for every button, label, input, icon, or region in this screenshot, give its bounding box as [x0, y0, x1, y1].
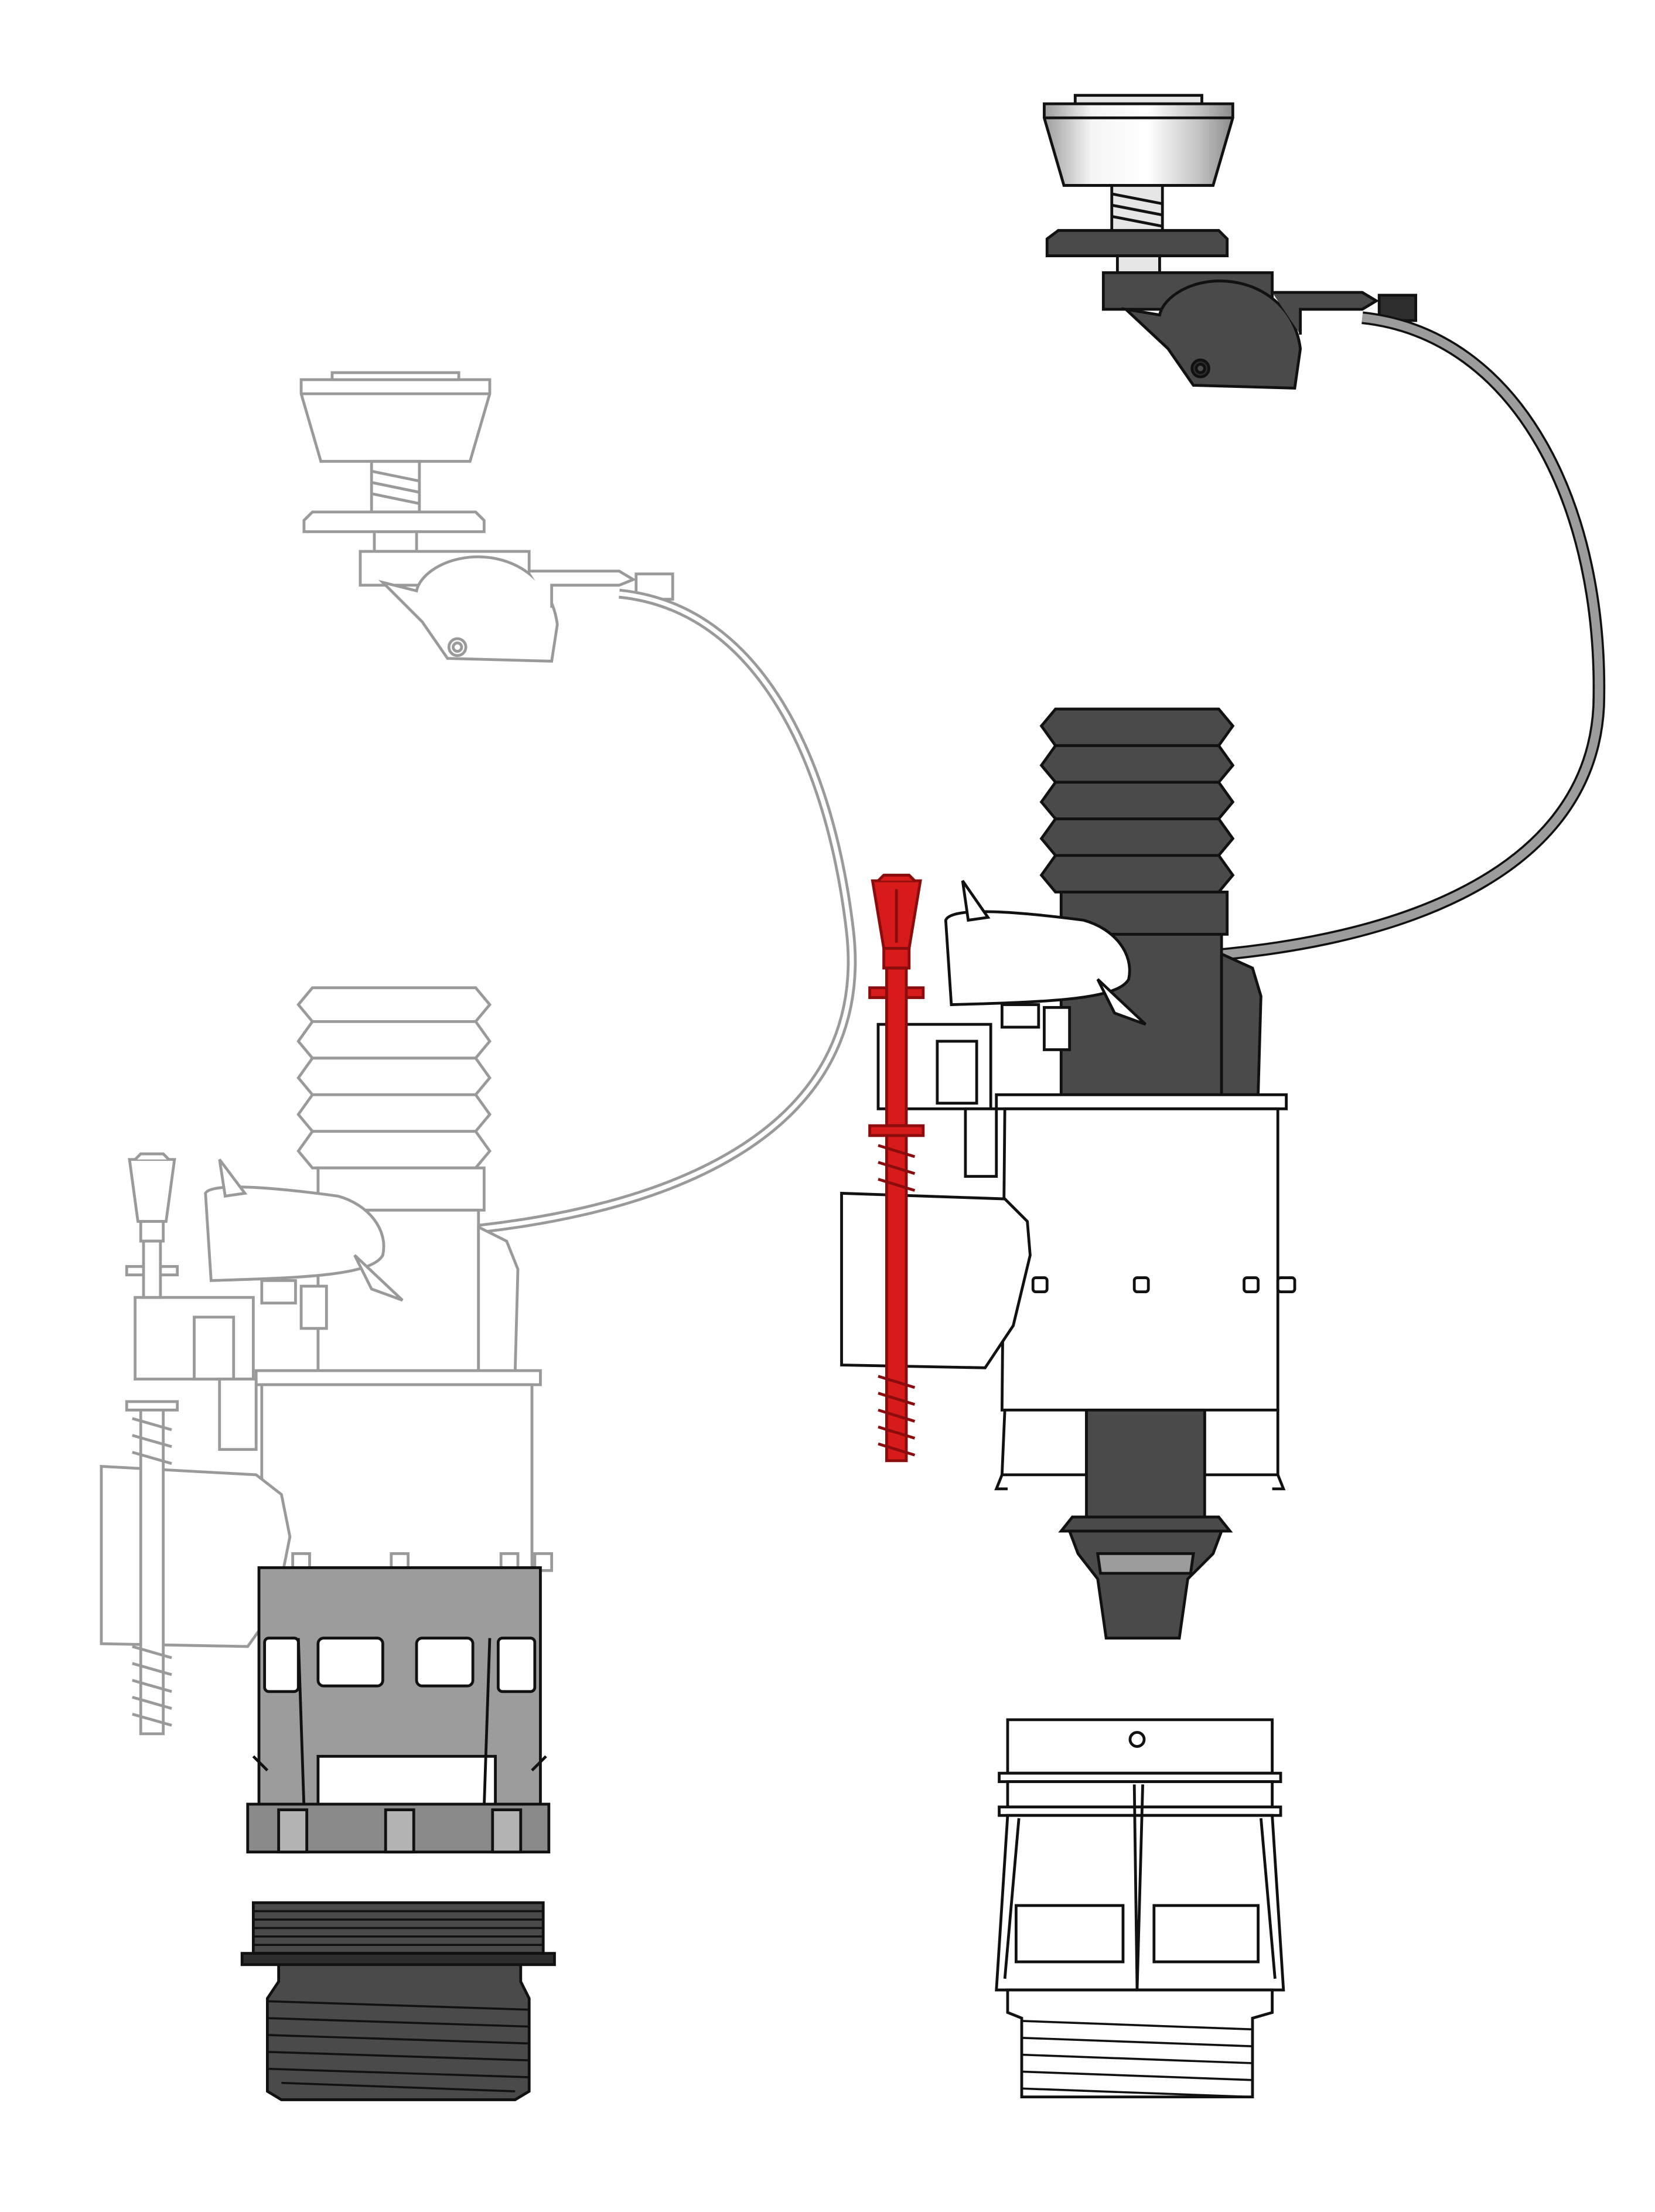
left-bellows [296, 986, 520, 1375]
left-mounting-plate [302, 510, 486, 553]
right-adjusting-rod[interactable] [868, 874, 925, 1463]
left-assembly [100, 371, 857, 2101]
right-assembly [840, 94, 1606, 2099]
right-threaded-connector [1006, 1988, 1274, 2099]
right-push-button[interactable] [1043, 94, 1234, 187]
left-threaded-connector [240, 1901, 556, 2101]
right-bellows [1039, 707, 1262, 1096]
left-lever-mechanism [359, 550, 674, 663]
right-button-spring [1110, 184, 1164, 235]
right-float-cap [944, 880, 1147, 1051]
right-lever-mechanism[interactable] [1101, 271, 1418, 390]
left-valve-body [100, 1158, 554, 1648]
left-grey-cage [246, 1566, 551, 1854]
left-button-spring [370, 459, 421, 514]
right-outlet-tube [1058, 1408, 1233, 1640]
left-adjusting-rod [125, 1152, 179, 1736]
left-push-button [299, 371, 492, 463]
right-mounting-plate [1045, 229, 1229, 274]
right-white-cage [995, 1718, 1285, 1992]
